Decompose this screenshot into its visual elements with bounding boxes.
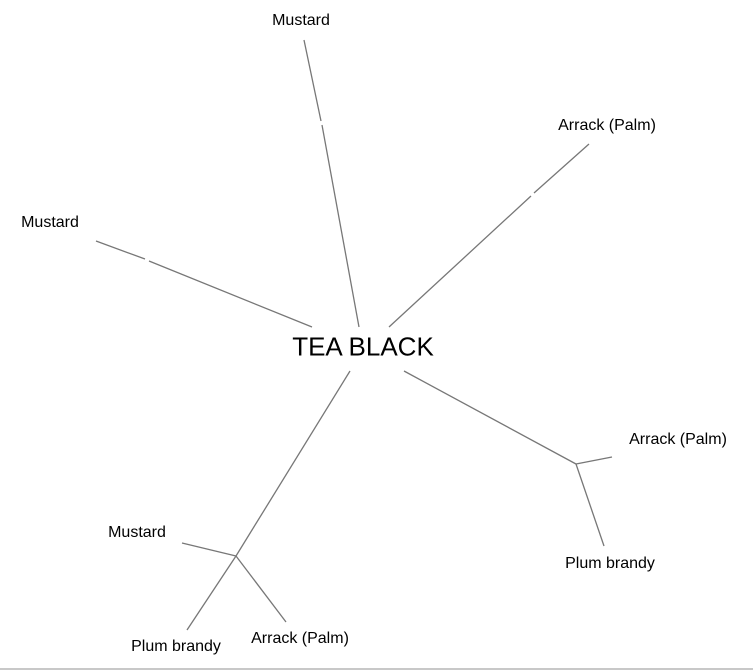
leaf-label-mustard-bottom: Mustard	[108, 524, 166, 541]
leaf-label-mustard-top: Mustard	[272, 12, 330, 29]
edge-right-arrack	[575, 456, 613, 465]
leaf-label-arrack-bottom: Arrack (Palm)	[251, 630, 349, 647]
edge-right-plum	[575, 463, 605, 547]
leaf-label-arrack-top: Arrack (Palm)	[558, 117, 656, 134]
leaf-label-plum-bottom: Plum brandy	[131, 638, 221, 655]
edge-left-mustard	[181, 542, 237, 557]
bottom-divider	[0, 668, 753, 670]
leaf-label-arrack-right: Arrack (Palm)	[629, 431, 727, 448]
leaf-label-plum-right: Plum brandy	[565, 555, 655, 572]
edge-root-mustard-top	[303, 39, 360, 328]
leaf-label-mustard-left: Mustard	[21, 214, 79, 231]
root-node-label: TEA BLACK	[292, 331, 434, 362]
edge-left-arrack	[235, 555, 287, 623]
edge-root-right-branch	[403, 370, 577, 465]
edge-root-left-branch	[235, 370, 351, 557]
edge-root-mustard-left	[95, 240, 313, 328]
edge-left-plum	[186, 555, 237, 631]
edge-root-arrack-top	[388, 143, 590, 328]
